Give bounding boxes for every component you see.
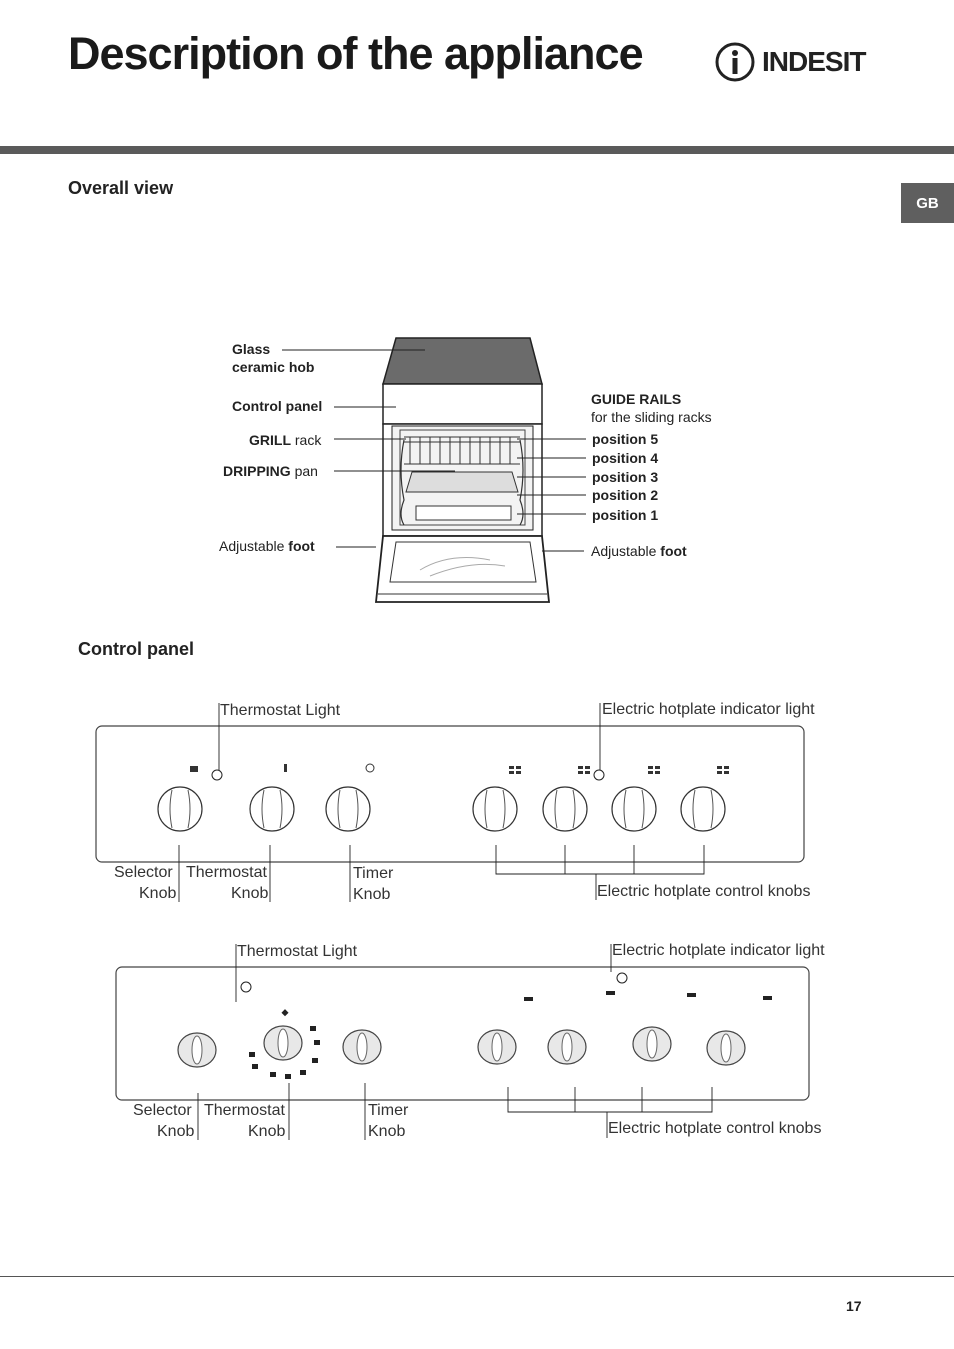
glass-hob-label: Glass bbox=[232, 341, 271, 357]
p2-timer-label: Timer bbox=[368, 1102, 409, 1119]
position-2-label: position 2 bbox=[592, 487, 659, 503]
timer-knob-1 bbox=[325, 786, 371, 832]
control-panel-label: Control panel bbox=[232, 398, 323, 414]
p2-timer-label-2: Knob bbox=[368, 1123, 406, 1140]
control-panel-shape bbox=[382, 383, 543, 425]
p2-selector-label-2: Knob bbox=[157, 1123, 195, 1140]
control-panel-heading: Control panel bbox=[78, 639, 194, 659]
thermostat-knob-1 bbox=[249, 786, 295, 832]
p1-selector-label-2: Knob bbox=[139, 885, 177, 902]
thermostat-light-2 bbox=[240, 981, 252, 993]
language-tab: GB bbox=[901, 183, 954, 223]
selector-knob-1 bbox=[157, 786, 203, 832]
grill-rack-label: GRILL rack bbox=[249, 432, 322, 448]
adjustable-foot-label-right: Adjustable foot bbox=[591, 543, 687, 559]
position-1-label: position 1 bbox=[592, 507, 659, 523]
adjustable-foot-label-left: Adjustable foot bbox=[219, 538, 315, 554]
p2-hotplate-light-label: Electric hotplate indicator light bbox=[612, 942, 825, 959]
control-panel-1-diagram bbox=[95, 703, 805, 902]
glass-hob-shape bbox=[382, 337, 543, 385]
p1-thermostat-light-label: Thermostat Light bbox=[220, 702, 341, 719]
panel-2-frame bbox=[115, 966, 810, 1101]
thermostat-light-1 bbox=[211, 769, 223, 781]
oven-diagram bbox=[282, 337, 586, 603]
page-number: 17 bbox=[846, 1298, 862, 1314]
brand-logo: INDESIT bbox=[714, 40, 866, 84]
p1-selector-label: Selector bbox=[114, 864, 173, 881]
position-3-label: position 3 bbox=[592, 469, 659, 485]
hotplate-knob-1a bbox=[472, 786, 518, 832]
guide-rails-sub: for the sliding racks bbox=[591, 409, 712, 425]
p1-timer-label: Timer bbox=[353, 865, 394, 882]
hotplate-light-1 bbox=[593, 769, 605, 781]
hotplate-light-2 bbox=[616, 972, 628, 984]
p1-thermostat-label-2: Knob bbox=[231, 885, 269, 902]
p1-hotplate-knobs-label: Electric hotplate control knobs bbox=[597, 883, 811, 900]
hotplate-knob-1b bbox=[542, 786, 588, 832]
position-5-label: position 5 bbox=[592, 431, 659, 447]
indesit-i-icon bbox=[715, 42, 755, 82]
footer-rule bbox=[0, 1276, 954, 1277]
hotplate-knob-1c bbox=[611, 786, 657, 832]
glass-hob-label-2: ceramic hob bbox=[232, 359, 315, 375]
overall-view-heading: Overall view bbox=[68, 178, 174, 198]
hotplate-knob-1d bbox=[680, 786, 726, 832]
page-title: Description of the appliance bbox=[68, 28, 644, 79]
p1-thermostat-label: Thermostat bbox=[186, 864, 267, 881]
guide-rails-label: GUIDE RAILS bbox=[591, 391, 682, 407]
p2-selector-label: Selector bbox=[133, 1102, 192, 1119]
position-4-label: position 4 bbox=[592, 450, 659, 466]
control-panel-2-diagram bbox=[115, 944, 810, 1140]
p1-timer-label-2: Knob bbox=[353, 886, 391, 903]
p1-hotplate-light-label: Electric hotplate indicator light bbox=[602, 701, 815, 718]
p2-thermostat-light-label: Thermostat Light bbox=[237, 943, 358, 960]
header-bar bbox=[0, 146, 954, 154]
p2-thermostat-label: Thermostat bbox=[204, 1102, 285, 1119]
p2-hotplate-knobs-label: Electric hotplate control knobs bbox=[608, 1120, 822, 1137]
p2-thermostat-label-2: Knob bbox=[248, 1123, 286, 1140]
dripping-pan-label: DRIPPING pan bbox=[223, 463, 318, 479]
brand-name: INDESIT bbox=[762, 46, 866, 77]
